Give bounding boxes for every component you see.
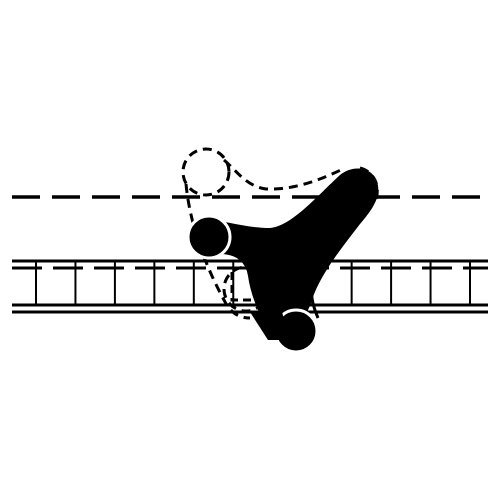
dashed-arm-link-left	[184, 183, 251, 320]
upper-joint-wheel-hub	[193, 221, 225, 253]
arm-lower-shank	[250, 312, 290, 340]
dashed-arm-link-top	[223, 158, 346, 191]
solid-arm-edge-dash	[359, 166, 379, 205]
arm-right-bracket	[309, 261, 320, 319]
solid-arm	[186, 166, 379, 354]
solid-arm-body	[205, 168, 379, 330]
arm-ladder-joint-dash	[230, 272, 262, 302]
dashed-upper-joint	[181, 147, 231, 197]
